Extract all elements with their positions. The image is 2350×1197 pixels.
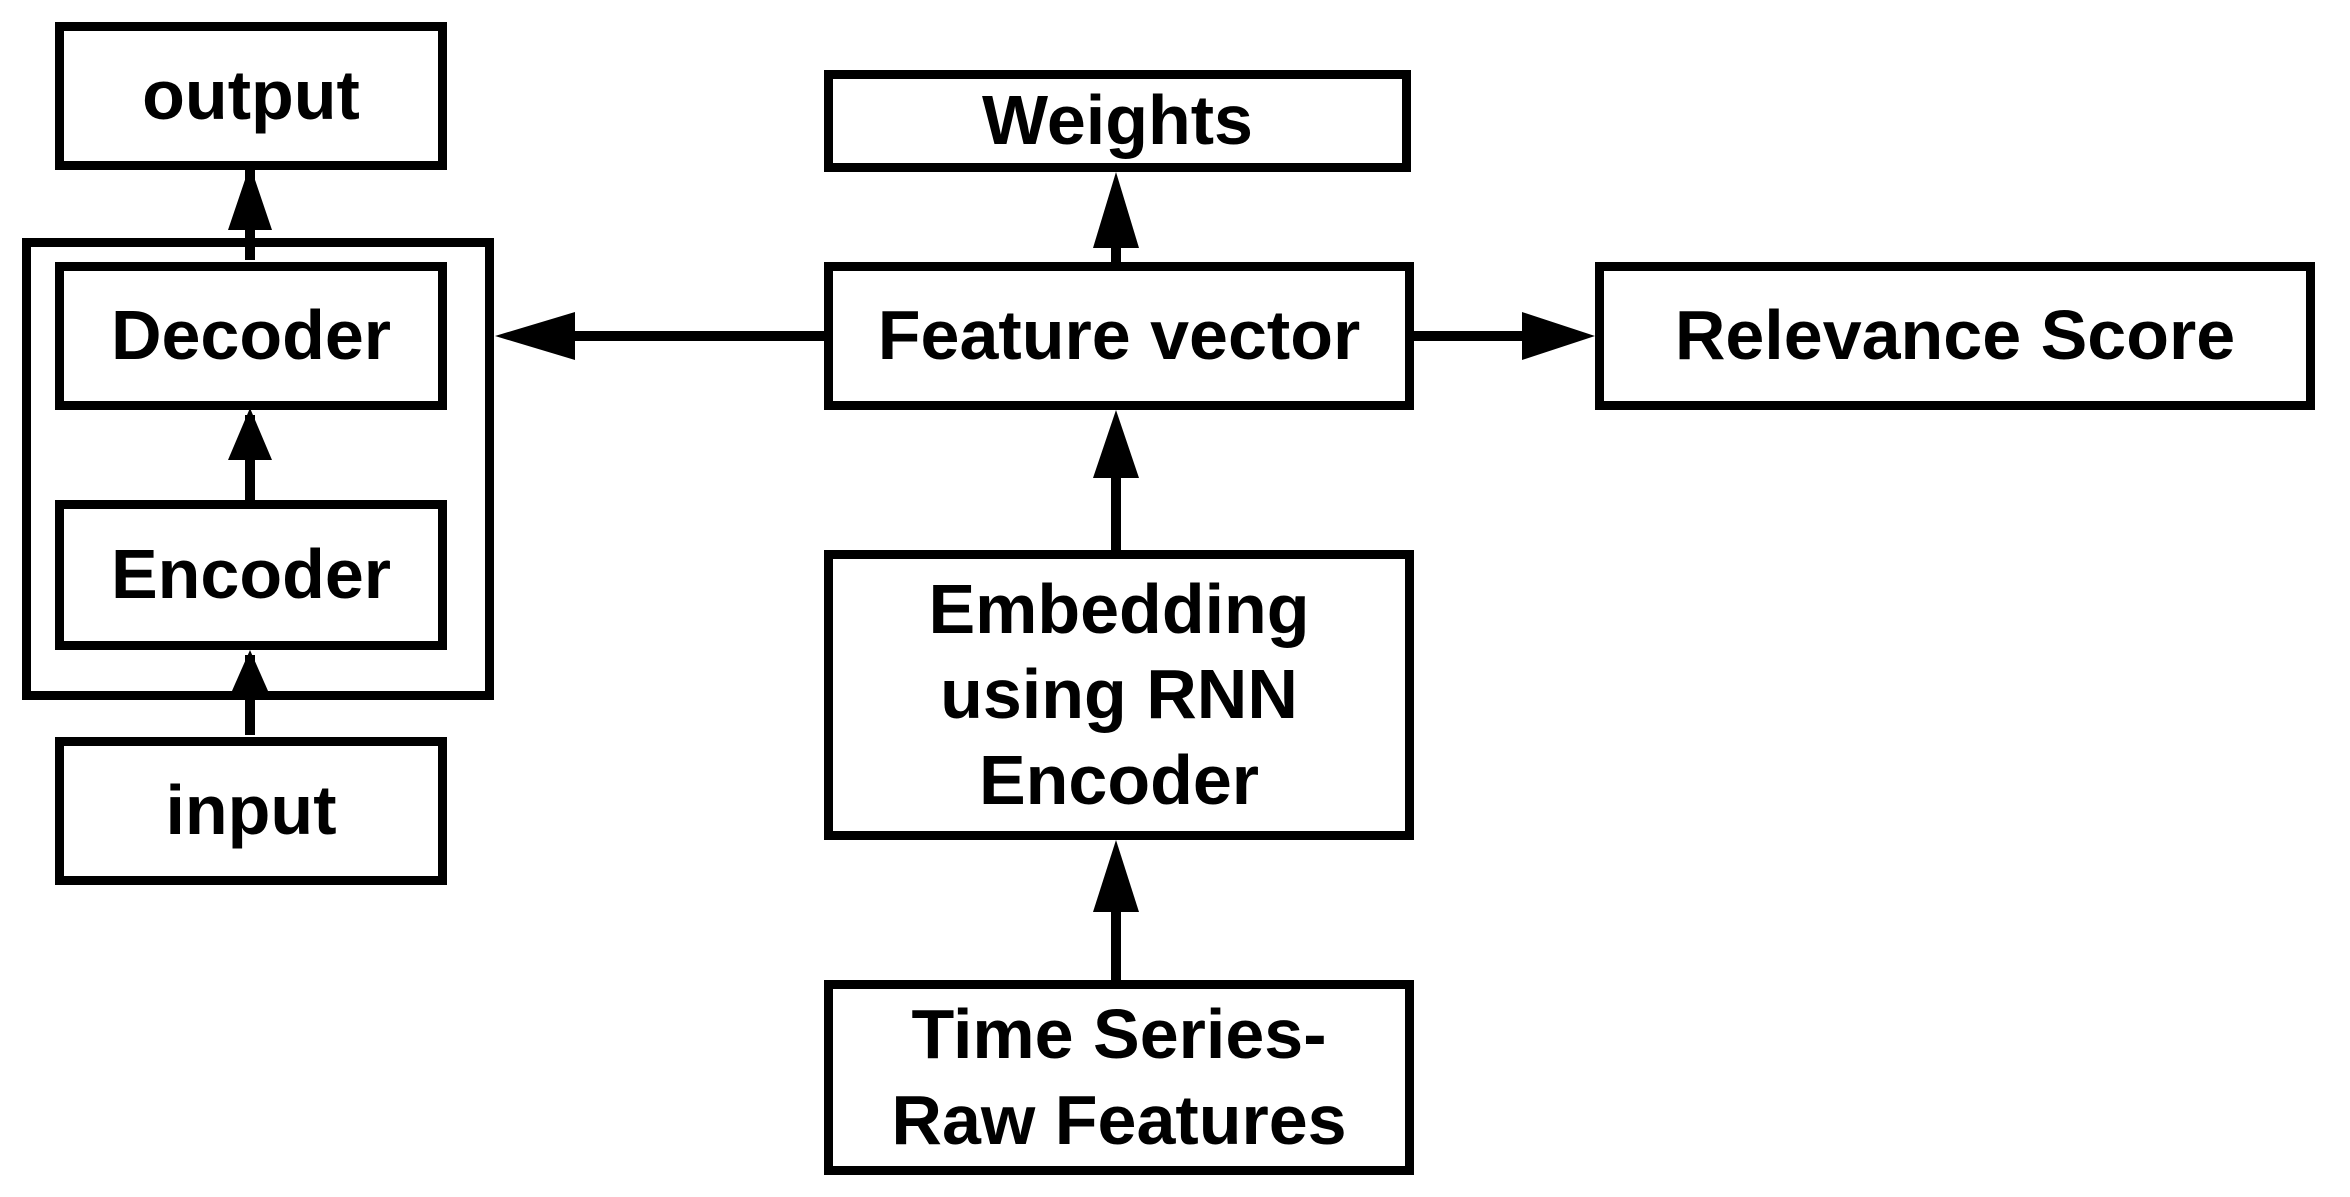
relevance-score-box: Relevance Score xyxy=(1595,262,2315,410)
feature-vector-label: Feature vector xyxy=(877,296,1361,375)
embedding-label-line-3: Encoder xyxy=(978,740,1260,819)
arrowhead-feature-to-weights xyxy=(1093,172,1139,248)
weights-box: Weights xyxy=(824,70,1411,172)
arrowhead-feature-to-relevance xyxy=(1522,312,1595,360)
decoder-box: Decoder xyxy=(55,262,447,410)
embedding-box: Embedding using RNN Encoder xyxy=(824,550,1414,840)
arrowhead-input-to-encoder xyxy=(228,650,272,700)
output-box: output xyxy=(55,22,447,170)
autoencoder-group-frame xyxy=(22,238,494,700)
arrowhead-feature-to-autoencoder xyxy=(495,312,575,360)
output-label: output xyxy=(142,56,360,135)
arrowhead-decoder-to-output xyxy=(228,165,272,230)
input-label: input xyxy=(165,771,337,850)
decoder-label: Decoder xyxy=(110,296,392,375)
time-series-box: Time Series- Raw Features xyxy=(824,980,1414,1175)
time-series-label-line-2: Raw Features xyxy=(891,1080,1347,1159)
arrowhead-timeseries-to-embedding xyxy=(1093,840,1139,912)
encoder-box: Encoder xyxy=(55,500,447,650)
relevance-score-label: Relevance Score xyxy=(1674,296,2236,375)
time-series-label-line-1: Time Series- xyxy=(911,995,1327,1074)
encoder-label: Encoder xyxy=(110,535,392,614)
weights-label: Weights xyxy=(982,81,1253,160)
input-box: input xyxy=(55,737,447,885)
arrowhead-encoder-to-decoder xyxy=(228,408,272,460)
arrowhead-embedding-to-feature xyxy=(1093,410,1139,478)
embedding-label-line-1: Embedding xyxy=(928,569,1310,648)
feature-vector-box: Feature vector xyxy=(824,262,1414,410)
embedding-label-line-2: using RNN xyxy=(940,655,1298,734)
